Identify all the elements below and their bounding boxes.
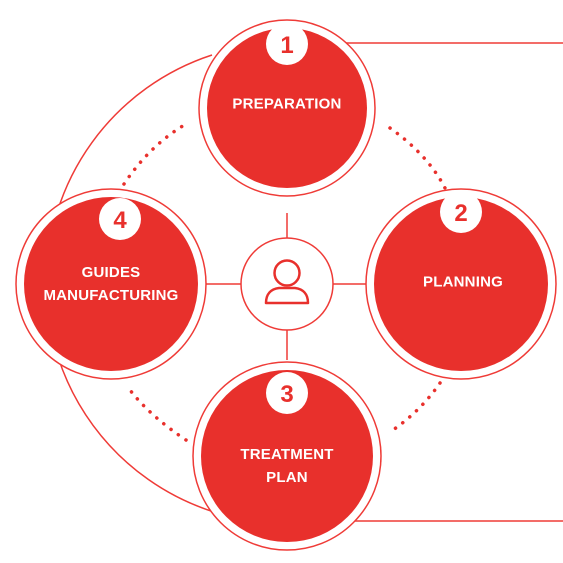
step-3-number: 3 [280, 381, 293, 408]
step-2-number-badge [440, 191, 482, 233]
dotted-connector-1-2 [388, 126, 447, 190]
step-4-number-badge [99, 198, 141, 240]
step-4-node: 4 [15, 188, 207, 380]
step-1-number: 1 [280, 32, 293, 59]
step-4-number: 4 [113, 207, 127, 234]
step-3-node: 3 [192, 361, 382, 551]
step-1-label: PREPARATION [232, 95, 342, 113]
step-1-number-badge [266, 23, 308, 65]
dotted-connector-3-4 [128, 388, 188, 442]
step-4-label: GUIDES MANUFACTURING [43, 264, 179, 304]
dotted-connector-4-1 [122, 122, 188, 186]
step-1-node: 1 [198, 19, 376, 197]
dotted-connector-2-3 [388, 381, 442, 434]
step-3-label: TREATMENT PLAN [240, 446, 334, 486]
user-icon [264, 259, 310, 305]
step-2-number: 2 [454, 200, 467, 227]
step-2-label: PLANNING [423, 273, 503, 291]
step-3-number-badge [266, 372, 308, 414]
center-hub [240, 237, 334, 331]
step-2-node: 2 [365, 188, 557, 380]
